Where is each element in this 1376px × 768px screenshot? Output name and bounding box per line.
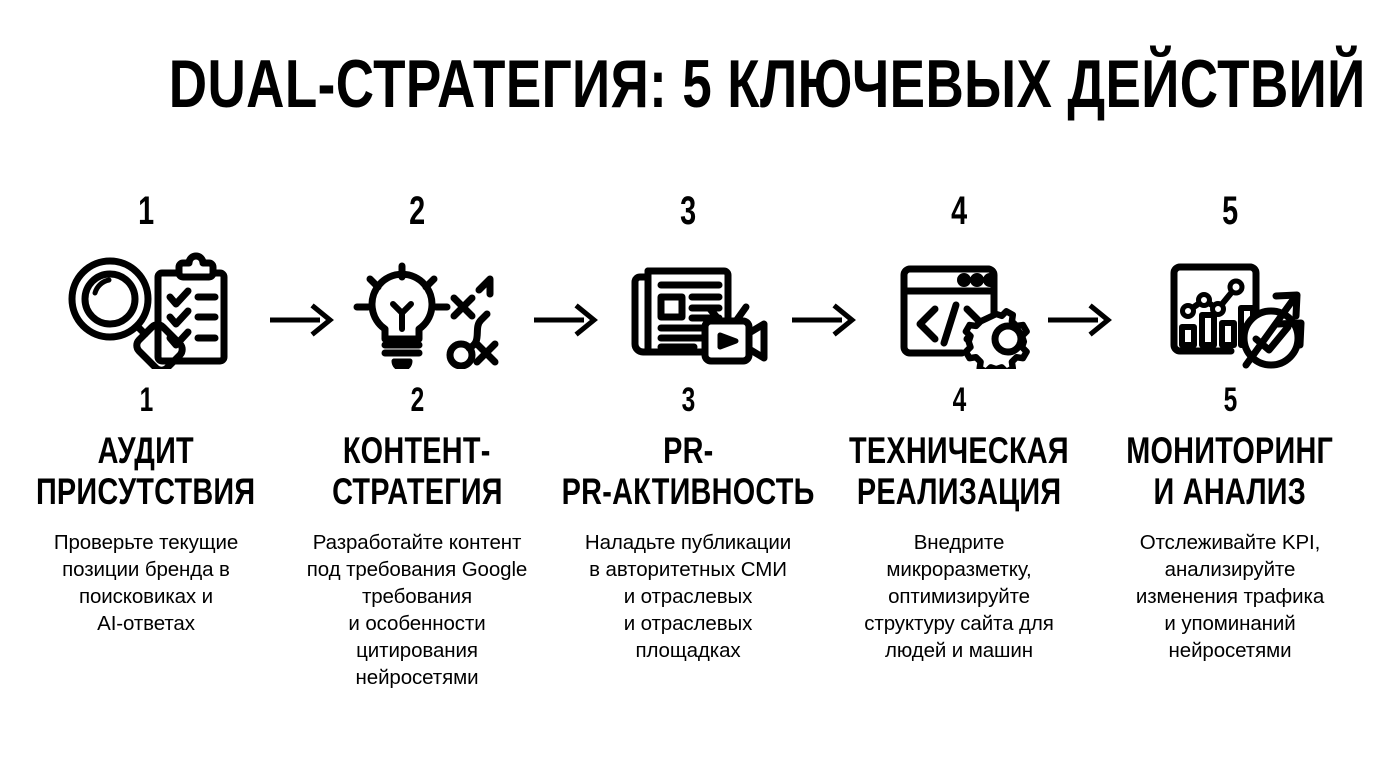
- step-heading-line2-4: РЕАЛИЗАЦИЯ: [856, 471, 1062, 512]
- arrow-right-icon: [792, 303, 856, 337]
- step-number-top-5: 5: [1221, 189, 1239, 233]
- step-number-top-4: 4: [950, 189, 968, 233]
- analytics-chart-trend-icon: [1170, 263, 1305, 369]
- lightbulb-strategy-icon: [353, 262, 499, 369]
- step-number-bottom-5: 5: [1223, 381, 1237, 419]
- connector-arrow-3: [790, 303, 862, 337]
- step-heading-line2-2: СТРАТЕГИЯ: [331, 471, 503, 512]
- step-icon-3: [604, 250, 772, 370]
- step-heading-line1-4: ТЕХНИЧЕСКАЯ: [849, 430, 1069, 471]
- step-heading-line1-5: МОНИТОРИНГ: [1126, 430, 1334, 471]
- step-number-top-2: 2: [408, 189, 426, 233]
- newspaper-video-icon: [631, 267, 768, 365]
- step-heading-line2-5: И АНАЛИЗ: [1153, 471, 1307, 512]
- step-heading-line1-1: АУДИТ: [97, 430, 195, 471]
- arrow-right-icon: [1048, 303, 1112, 337]
- step-description-5: Отслеживайте KPI, анализируйте изменения…: [1135, 531, 1325, 662]
- step-number-bottom-4: 4: [952, 381, 966, 419]
- step-card-2: 2: [293, 190, 541, 691]
- step-heading-line1-3: PR-: [662, 430, 714, 471]
- arrow-right-icon: [270, 303, 334, 337]
- step-heading-line2-3: PR-АКТИВНОСТЬ: [561, 471, 815, 512]
- step-description-4: Внедрите микроразметку, оптимизируйте ст…: [864, 531, 1054, 662]
- step-icon-5: [1146, 250, 1314, 370]
- step-card-5: 5: [1106, 190, 1354, 664]
- connector-arrow-4: [1046, 303, 1118, 337]
- connector-arrow-2: [532, 303, 604, 337]
- step-number-bottom-1: 1: [139, 381, 153, 419]
- step-icon-4: [875, 250, 1043, 370]
- arrow-right-icon: [534, 303, 598, 337]
- step-number-bottom-2: 2: [410, 381, 424, 419]
- step-heading-line1-2: КОНТЕНТ-: [343, 430, 491, 471]
- step-card-4: 4: [835, 190, 1083, 664]
- step-card-1: 1: [22, 190, 270, 637]
- step-description-3: Наладьте публикации в авторитетных СМИ и…: [584, 531, 792, 662]
- step-number-top-3: 3: [679, 189, 697, 233]
- step-icon-1: [62, 250, 230, 370]
- connector-arrow-1: [268, 303, 340, 337]
- step-heading-line2-1: ПРИСУТСТВИЯ: [36, 471, 256, 512]
- step-number-bottom-3: 3: [681, 381, 695, 419]
- code-window-gear-icon: [900, 265, 1030, 369]
- steps-row: 1: [22, 190, 1354, 691]
- magnifier-clipboard-icon: [68, 252, 228, 369]
- page-title: DUAL-СТРАТЕГИЯ: 5 КЛЮЧЕВЫХ ДЕЙСТВИЙ: [168, 46, 1366, 122]
- step-description-1: Проверьте текущие позиции бренда в поиск…: [53, 531, 239, 635]
- step-card-3: 3: [561, 189, 815, 664]
- step-icon-2: [333, 250, 501, 370]
- step-description-2: Разработайте контент под требования Goog…: [306, 531, 528, 689]
- title-container: DUAL-СТРАТЕГИЯ: 5 КЛЮЧЕВЫХ ДЕЙСТВИЙ: [0, 46, 1376, 122]
- step-number-top-1: 1: [137, 189, 155, 233]
